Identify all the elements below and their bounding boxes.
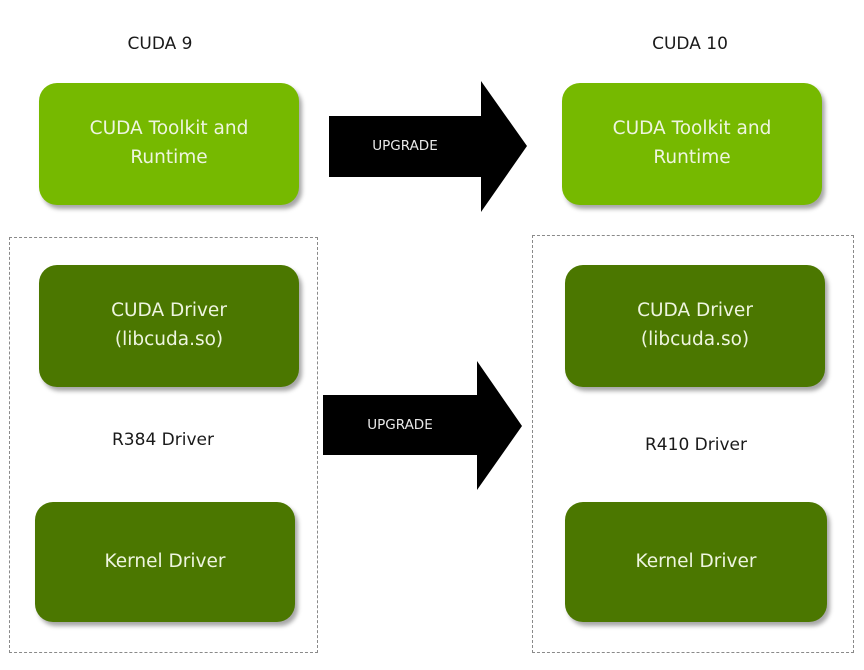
toolkit-box-line1: CUDA Toolkit and	[89, 118, 249, 140]
cuda9-toolkit-box: CUDA Toolkit and Runtime	[39, 83, 299, 205]
right-arrow-icon	[329, 81, 527, 212]
cuda10-cuda-driver-box: CUDA Driver (libcuda.so)	[565, 265, 825, 387]
cuda9-kernel-driver-box: Kernel Driver	[35, 502, 295, 622]
cuda9-cuda-driver-box: CUDA Driver (libcuda.so)	[39, 265, 299, 387]
cuda-driver-line2: (libcuda.so)	[114, 329, 224, 350]
r384-driver-label: R384 Driver	[112, 430, 214, 450]
cuda-driver-line2: (libcuda.so)	[640, 329, 750, 350]
kernel-driver-text: Kernel Driver	[104, 550, 226, 572]
cuda10-toolkit-box: CUDA Toolkit and Runtime	[562, 83, 822, 205]
upgrade-label-bottom: UPGRADE	[367, 417, 433, 433]
kernel-driver-text: Kernel Driver	[635, 550, 757, 572]
r384-driver-group	[9, 237, 318, 653]
toolkit-box-line2: Runtime	[653, 147, 731, 168]
r410-driver-label: R410 Driver	[645, 435, 747, 455]
right-arrow-icon	[323, 361, 522, 490]
toolkit-box-line2: Runtime	[130, 147, 208, 168]
cuda-driver-line1: CUDA Driver	[111, 300, 227, 322]
cuda10-heading: CUDA 10	[652, 34, 728, 54]
cuda-driver-line1: CUDA Driver	[637, 300, 753, 322]
toolkit-box-line1: CUDA Toolkit and	[612, 118, 772, 140]
upgrade-label-top: UPGRADE	[372, 138, 438, 154]
r410-driver-group	[532, 235, 854, 653]
cuda9-heading: CUDA 9	[127, 34, 193, 54]
cuda10-kernel-driver-box: Kernel Driver	[565, 502, 827, 622]
